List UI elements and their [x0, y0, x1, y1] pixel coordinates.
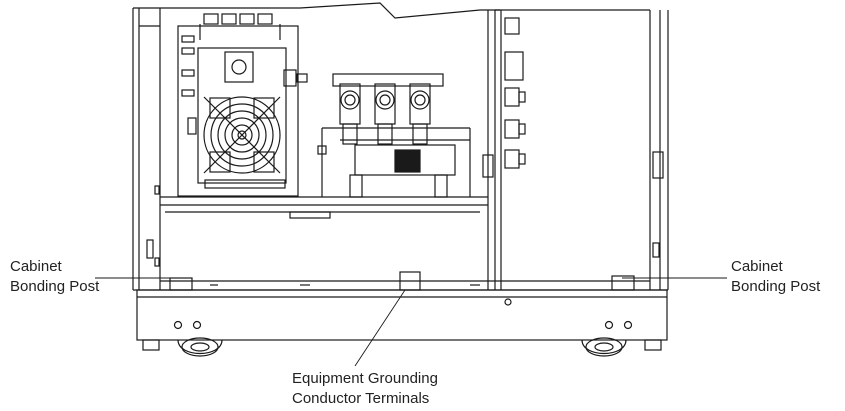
lower-cabinet [133, 271, 668, 341]
label-left-line1: Cabinet [10, 258, 62, 275]
leader-bottom [354, 289, 406, 367]
label-bottom-line2: Conductor Terminals [292, 390, 430, 407]
label-right-line1: Cabinet [731, 258, 783, 275]
leader-lines [95, 277, 727, 367]
valve-assembly [317, 73, 494, 198]
label-left-line2: Bonding Post [10, 278, 100, 295]
right-panel-connectors [504, 17, 664, 258]
label-right-bonding-post: Cabinet Bonding Post [731, 257, 820, 297]
fan-module [177, 25, 308, 197]
left-bracket-details [139, 25, 160, 267]
equipment-shelf [160, 196, 488, 219]
label-bottom-line1: Equipment Grounding [292, 370, 438, 387]
caster-wheels [142, 337, 662, 357]
cabinet-frame [132, 2, 669, 290]
top-connectors [199, 13, 281, 40]
label-left-bonding-post: Cabinet Bonding Post [10, 257, 99, 297]
label-grounding-terminals: Equipment Grounding Conductor Terminals [292, 369, 438, 409]
label-right-line2: Bonding Post [731, 278, 821, 295]
